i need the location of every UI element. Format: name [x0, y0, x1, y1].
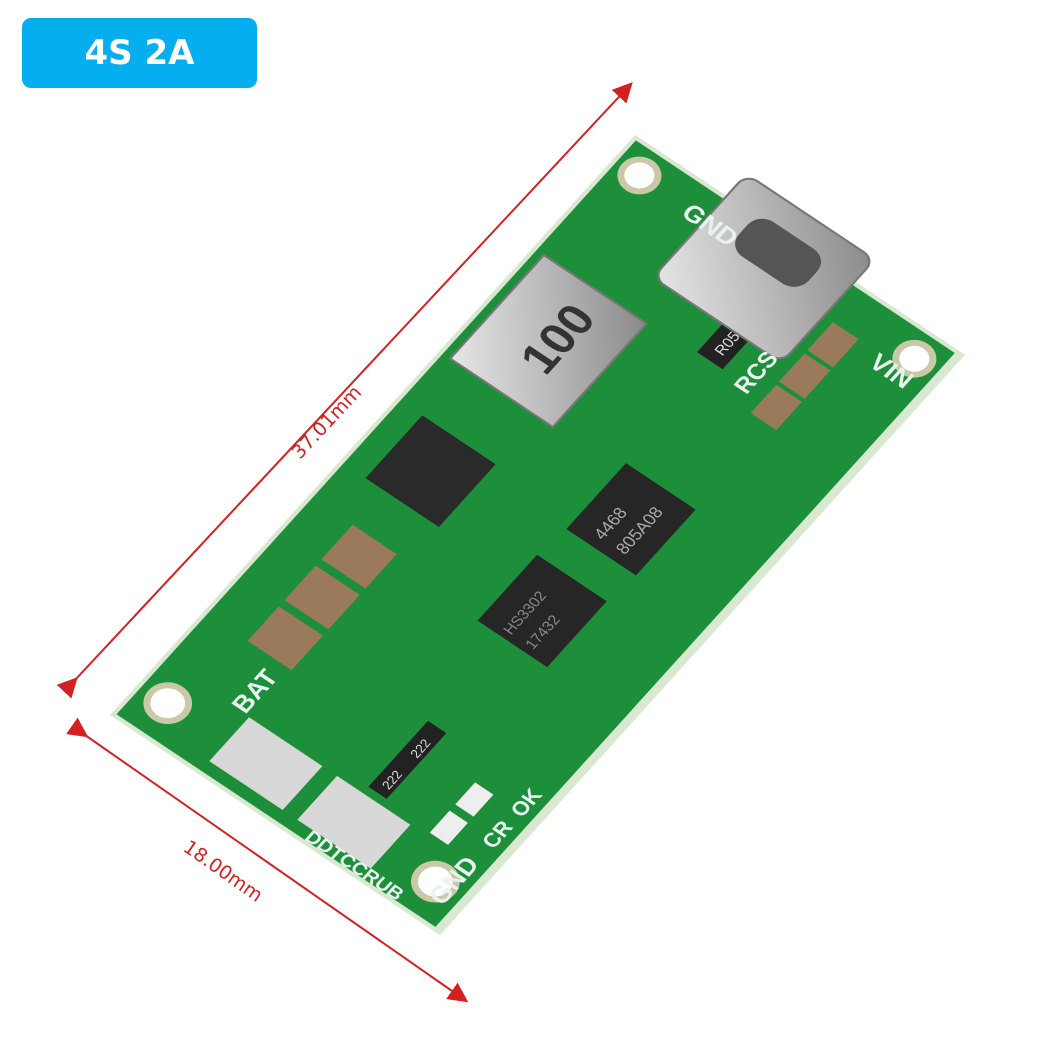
bat-pad — [209, 717, 323, 810]
width-label: 18.00mm — [179, 836, 267, 906]
inductor: 100 — [448, 253, 649, 429]
capacitors — [247, 322, 859, 671]
chip-1: 4468 805A08 — [566, 463, 696, 576]
spec-badge: 4S 2A — [22, 18, 257, 88]
usb-c-connector[interactable] — [653, 174, 875, 363]
diode — [365, 415, 496, 527]
cr-led — [429, 810, 468, 845]
gnd-pad — [297, 775, 411, 869]
ok-led — [455, 782, 494, 817]
mounting-holes — [143, 156, 937, 903]
chip-2: HS3302 17432 — [477, 554, 607, 668]
